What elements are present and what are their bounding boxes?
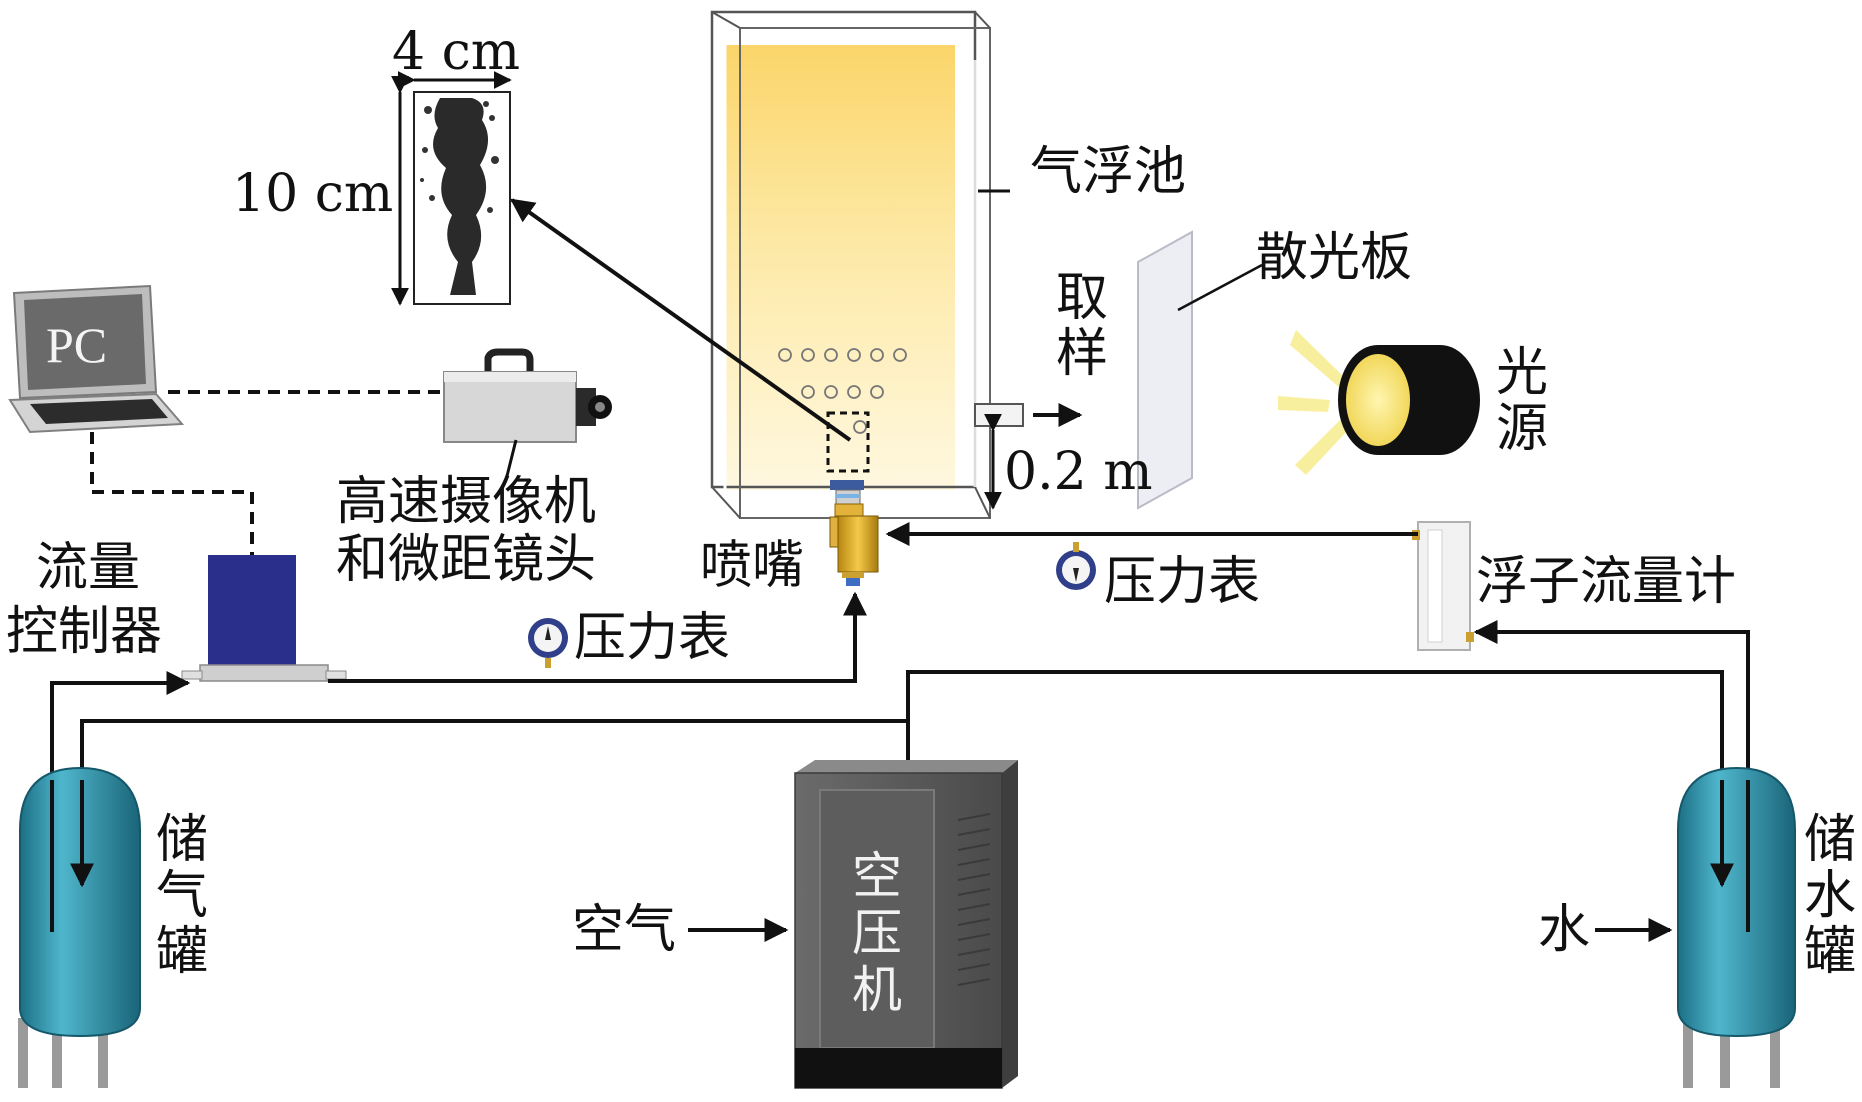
flow-controller-label-line2: 控制器 (6, 602, 163, 662)
diffuser-plate (1137, 230, 1263, 510)
pressure-gauge-icon (528, 618, 568, 668)
flotation-tank-label: 气浮池 (1030, 142, 1187, 202)
flow-controller-label-line1: 流量 (36, 538, 141, 598)
zoom-callout-arrow (510, 198, 852, 442)
data-cables (90, 390, 444, 555)
air-compressor (794, 760, 1018, 1089)
compressor-label: 空压机 (852, 847, 902, 1019)
pc-label: PC (46, 317, 108, 373)
camera-label-line2: 和微距镜头 (336, 530, 597, 590)
water-storage-tank (1677, 766, 1796, 1088)
pressure-gauge-right-label: 压力表 (1104, 552, 1261, 612)
light-source-label: 光源 (1495, 343, 1548, 460)
camera-label-line1: 高速摄像机 (336, 472, 597, 532)
tank-dip-pipes (50, 780, 1750, 932)
light-source-icon (1278, 330, 1480, 475)
gas-storage-tank (18, 766, 141, 1088)
sampling-port (974, 403, 1083, 427)
laptop-icon (8, 284, 185, 434)
flow-controller (181, 555, 347, 682)
depth-label: 0.2 m (1004, 442, 1153, 502)
bubbles (778, 348, 907, 434)
pressure-gauge-icon (1056, 542, 1096, 590)
water-inlet-label: 水 (1538, 900, 1591, 960)
plume-width-label: 4 cm (392, 22, 521, 82)
air-inlet-label: 空气 (572, 900, 677, 960)
flotation-tank (710, 10, 991, 519)
bubble-plume-image (413, 91, 511, 305)
sampling-label: 取样 (1055, 268, 1108, 385)
rotameter-label: 浮子流量计 (1476, 552, 1737, 612)
camera-icon (443, 348, 612, 481)
gas-tank-label: 储气罐 (155, 810, 208, 983)
pressure-gauge-left-label: 压力表 (574, 608, 731, 668)
diffuser-plate-label: 散光板 (1256, 228, 1413, 288)
water-tank-label: 储水罐 (1803, 810, 1856, 983)
rotameter (1412, 521, 1474, 651)
plume-height-label: 10 cm (232, 164, 394, 224)
nozzle-icon (829, 480, 879, 586)
nozzle-label: 喷嘴 (700, 536, 805, 596)
